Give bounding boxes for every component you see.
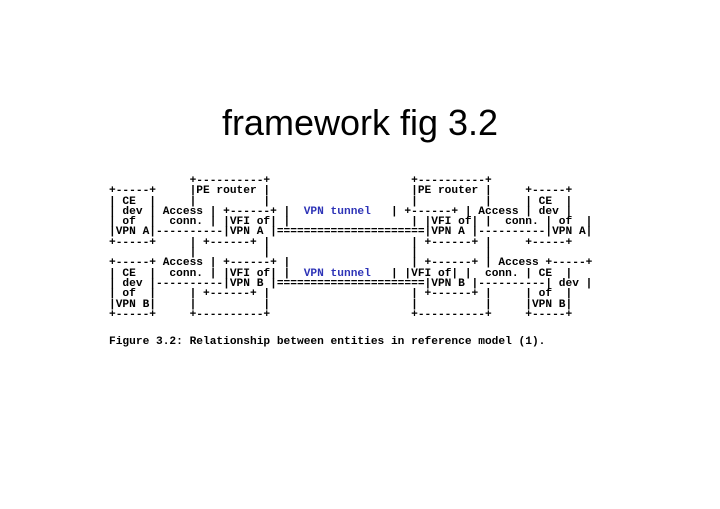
diagram-line: +-----+ Access | +------+ | | +------+ |… (109, 257, 592, 269)
diagram-text: |VPN A|----------|VPN A |===============… (109, 226, 593, 239)
diagram-line: +-----+ +----------+ +----------+ +-----… (109, 309, 572, 321)
diagram-text: | |VFI of| | conn. | CE | (370, 267, 573, 280)
diagram-text: +-----+ +----------+ +----------+ +-----… (109, 308, 573, 321)
diagram-line: +-----+ | +------+ | | +------+ | +-----… (109, 237, 572, 249)
diagram-line: | of | conn. | |VFI of| | | |VFI of| | c… (109, 216, 592, 228)
diagram-text: +-----+ Access | +------+ | | +------+ |… (109, 257, 593, 270)
diagram-line: +----------+ +----------+ (109, 175, 492, 187)
diagram-line: | dev |----------|VPN B |===============… (109, 278, 592, 290)
diagram-line: |VPN B| | | | | |VPN B| (109, 299, 572, 311)
diagram-text: | CE | | | | | | CE | (109, 195, 573, 208)
diagram-text: +----------+ +----------+ (109, 175, 492, 187)
diagram-text: | +------+ | Access | dev | (370, 205, 573, 218)
diagram-line: | CE | conn. | |VFI of| | VPN tunnel | |… (109, 268, 572, 280)
diagram-line: | dev | Access | +------+ | VPN tunnel |… (109, 206, 572, 218)
diagram-line: | CE | | | | | | CE | (109, 196, 572, 208)
diagram-text: +-----+ |PE router | |PE router | +-----… (109, 185, 573, 198)
diagram-text: | CE | conn. | |VFI of| | (109, 267, 304, 280)
vpn-tunnel-label: VPN tunnel (303, 267, 371, 280)
diagram-line: +-----+ |PE router | |PE router | +-----… (109, 185, 572, 197)
diagram-line: |VPN A|----------|VPN A |===============… (109, 226, 592, 238)
diagram-text: +-----+ | +------+ | | +------+ | +-----… (109, 236, 573, 249)
diagram-text: | of | conn. | |VFI of| | | |VFI of| | c… (109, 216, 593, 229)
diagram-text: | of | | +------+ | | +------+ | | of | (109, 288, 573, 301)
diagram-text: | dev | Access | +------+ | (109, 205, 304, 218)
diagram-text: | dev |----------|VPN B |===============… (109, 277, 593, 290)
diagram-text: |VPN B| | | | | |VPN B| (109, 298, 573, 311)
diagram-line: | of | | +------+ | | +------+ | | of | (109, 288, 572, 300)
diagram-line: | | | | (109, 247, 492, 259)
figure-caption: Figure 3.2: Relationship between entitie… (109, 336, 546, 348)
slide-title: framework fig 3.2 (221, 102, 499, 143)
reference-model-diagram: +----------+ +----------+ +-----+ |PE ro… (109, 175, 592, 321)
vpn-tunnel-label: VPN tunnel (303, 205, 371, 218)
diagram-text: | | | | (109, 247, 492, 260)
